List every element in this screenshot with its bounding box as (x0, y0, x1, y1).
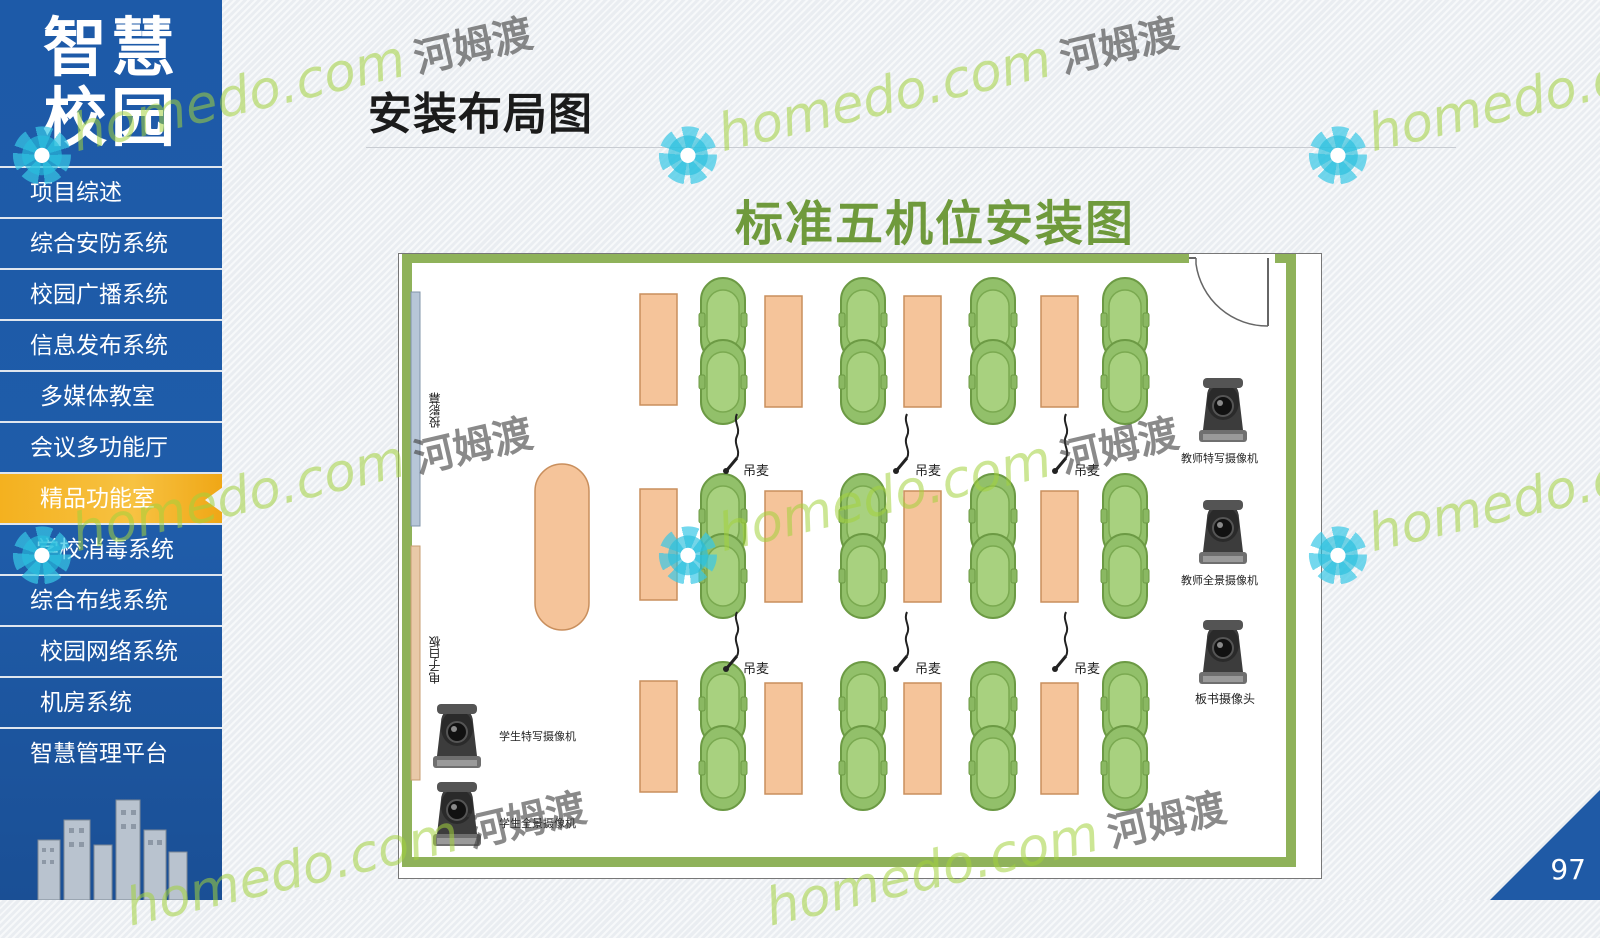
homedo-flower-icon (1303, 120, 1373, 190)
teacher-closeup-camera-label: 教师特写摄像机 (1181, 452, 1258, 465)
city-skyline-icon (37, 799, 188, 900)
board-camera-icon (1198, 619, 1248, 685)
sidebar-item-conference-hall[interactable]: 会议多功能厅 (0, 421, 222, 472)
sidebar-item-security[interactable]: 综合安防系统 (0, 217, 222, 268)
watermark: homedo.com (1300, 429, 1600, 590)
sidebar-item-management-platform[interactable]: 智慧管理平台 (0, 727, 222, 778)
brand-line-1: 智慧 (43, 11, 179, 86)
sidebar-item-info-release[interactable]: 信息发布系统 (0, 319, 222, 370)
sidebar-item-cabling[interactable]: 综合布线系统 (0, 574, 222, 625)
sidebar-menu: 项目综述 综合安防系统 校园广播系统 信息发布系统 多媒体教室 会议多功能厅 精… (0, 166, 222, 778)
mic-label: 吊麦 (915, 662, 942, 677)
teacher-desk (534, 463, 590, 631)
electronic-whiteboard (410, 545, 421, 781)
mic-label: 吊麦 (1074, 464, 1101, 479)
floor-plan: 吊麦 吊麦 吊麦 吊麦 吊麦 吊麦 教师特写摄像机 教师全景摄像机 板书摄像头 … (398, 253, 1322, 879)
teacher-closeup-camera-icon (1198, 377, 1248, 443)
homedo-flower-icon (653, 120, 723, 190)
projection-screen-label: 投影幕 (428, 392, 442, 428)
student-panorama-camera-icon (432, 781, 482, 847)
sidebar-item-disinfection[interactable]: 学校消毒系统 (0, 523, 222, 574)
sidebar-item-project-overview[interactable]: 项目综述 (0, 166, 222, 217)
student-closeup-camera-icon (432, 703, 482, 769)
sidebar-item-server-room[interactable]: 机房系统 (0, 676, 222, 727)
brand-title: 智慧 校园 (0, 0, 222, 166)
teacher-panorama-camera-label: 教师全景摄像机 (1181, 574, 1258, 587)
student-panorama-camera-label: 学生全景摄像机 (499, 817, 576, 830)
board-camera-label: 板书摄像头 (1195, 692, 1256, 706)
floor-plan-drawing (402, 254, 1296, 867)
projection-screen (410, 291, 421, 527)
student-closeup-camera-label: 学生特写摄像机 (499, 730, 576, 743)
room-walls (402, 254, 1296, 867)
sidebar-item-boutique-room[interactable]: 精品功能室 (0, 472, 222, 523)
mic-label: 吊麦 (743, 464, 770, 479)
brand-line-2: 校园 (43, 81, 179, 156)
teacher-panorama-camera-icon (1198, 499, 1248, 565)
page-corner-decoration (1490, 790, 1600, 900)
watermark: homedo.com (1300, 29, 1600, 190)
page-title: 安装布局图 (368, 89, 593, 140)
page-number: 97 (1550, 853, 1586, 886)
diagram-title: 标准五机位安装图 (735, 196, 1136, 252)
electronic-whiteboard-label: 电子白板 (428, 636, 442, 684)
mic-label: 吊麦 (915, 464, 942, 479)
watermark: homedo.com河姆渡 (650, 0, 1186, 190)
sidebar: 智慧 校园 项目综述 综合安防系统 校园广播系统 信息发布系统 多媒体教室 会议… (0, 0, 222, 900)
sidebar-item-multimedia-classroom[interactable]: 多媒体教室 (0, 370, 222, 421)
mic-label: 吊麦 (743, 662, 770, 677)
sidebar-item-broadcast[interactable]: 校园广播系统 (0, 268, 222, 319)
sidebar-item-campus-network[interactable]: 校园网络系统 (0, 625, 222, 676)
mic-label: 吊麦 (1074, 662, 1101, 677)
title-divider (366, 147, 1456, 148)
